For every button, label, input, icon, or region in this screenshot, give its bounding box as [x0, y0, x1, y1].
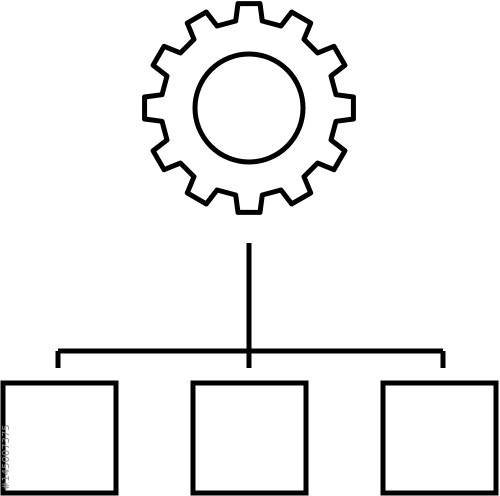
child-node-right: [380, 380, 499, 496]
gear-icon: [142, 1, 356, 215]
child-node-left: [0, 380, 119, 496]
stock-image-id: #145007375: [1, 424, 12, 490]
connector-lines: [55, 243, 446, 368]
child-nodes: [0, 380, 499, 496]
child-node-center: [190, 380, 309, 496]
gear-teeth-outline: [142, 1, 356, 215]
gear-hub-circle: [192, 51, 306, 165]
